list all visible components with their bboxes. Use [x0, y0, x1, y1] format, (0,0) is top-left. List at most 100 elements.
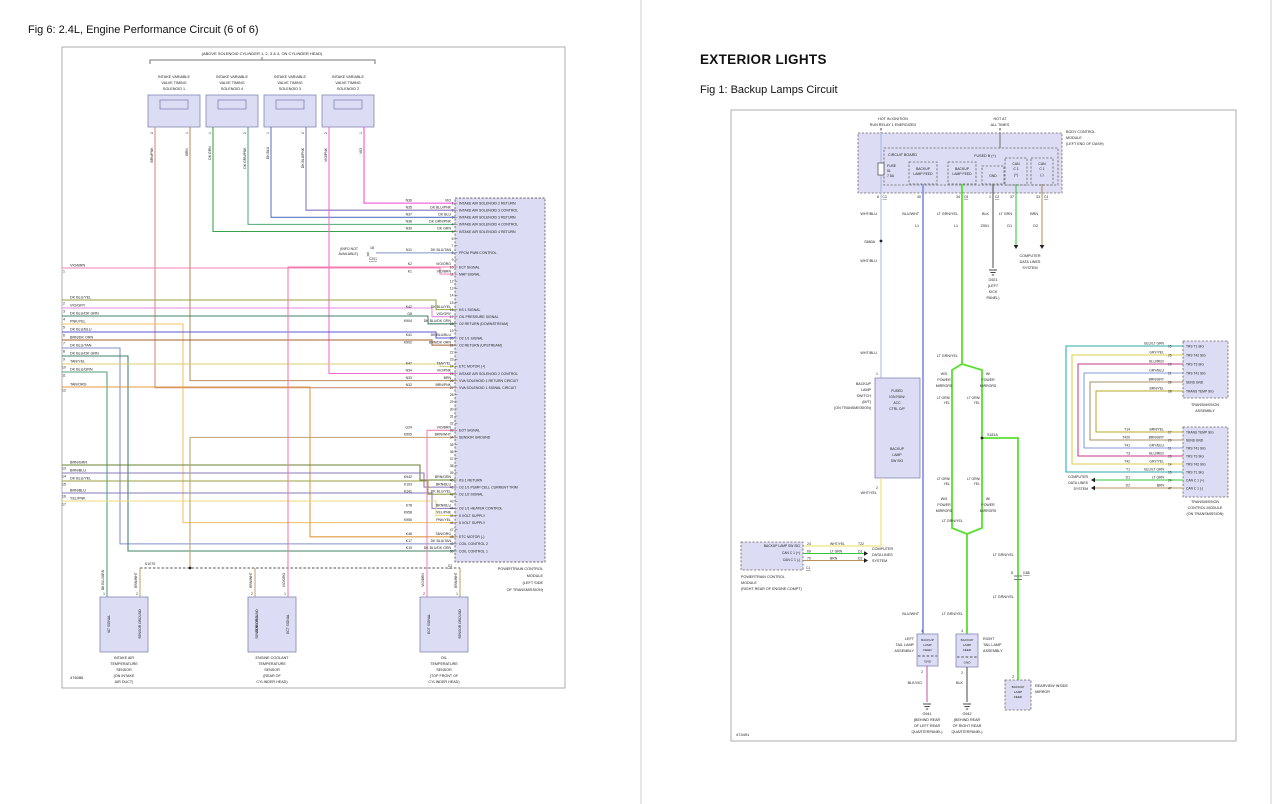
diagram-label: BRN/BLU	[70, 469, 86, 473]
diagram-label: VIO/BRN	[421, 573, 425, 587]
diagram-label: VIO/BRN	[70, 264, 85, 268]
arrow-icon	[1013, 245, 1019, 249]
diagram-label: 2	[1012, 675, 1014, 679]
diagram-label: BRN/PNK	[150, 147, 154, 163]
pcm-pin-number: 5	[452, 230, 454, 234]
pcm-function-label: INTAKE AIR SOLENOID 2 CONTROL	[459, 372, 518, 376]
wire-color-label: PNK/YEL	[436, 518, 451, 522]
diagram-label: TRS T41 SIG	[1186, 371, 1206, 375]
diagram-label: CAN C 1 (-)	[783, 558, 800, 562]
diagram-label: BLU/WHT	[902, 212, 919, 216]
pcm-function-label: O2 1/1 SIGNAL	[459, 336, 483, 340]
diagram-label: SENSOR GROUND	[138, 609, 142, 639]
pcm-pin-number: 3	[452, 216, 454, 220]
diagram-label: DATA LINES	[1068, 481, 1088, 485]
diagram-label: WHT/BLU	[860, 212, 877, 216]
diagram-label: T22	[858, 542, 864, 546]
diagram-label: (BEHIND REAR	[954, 718, 981, 722]
diagram-label: BRN/WHT	[249, 572, 253, 587]
diagram-label: 15	[1168, 344, 1172, 348]
circuit-id-label: K955	[404, 518, 412, 522]
diagram-label: CAN C 1 (-)	[1186, 486, 1203, 490]
diagram-label: PNK/YEL	[70, 320, 86, 324]
pcm-pin-number: 44	[450, 507, 454, 511]
diagram-label: DK BLU/GRN	[70, 368, 93, 372]
diagram-label: 26	[1168, 380, 1172, 384]
diagram-label: 1	[359, 132, 363, 134]
diagram-label: (TOP FRONT OF	[430, 674, 459, 678]
diagram-label: BLU/RED	[1149, 452, 1164, 456]
pcm-pin-number: 36	[450, 450, 454, 454]
diagram-label: VIO/ORG	[282, 573, 286, 588]
diagram-label: CAN C 1 (+)	[1186, 478, 1204, 482]
diagram-label: TRANS TEMP SIG	[1186, 430, 1214, 434]
diagram-label: 2	[921, 670, 923, 674]
diagram-label: TEMPERATURE	[430, 662, 458, 666]
diagram-label: IAT SIGNAL	[107, 615, 111, 633]
diagram-label: (ABOVE SOLENOID CYLINDER 1, 2, 3 & 4, ON…	[202, 51, 323, 56]
diagram-label: T3	[1126, 452, 1130, 456]
diagram-label: I188	[1023, 571, 1030, 575]
pcm-pin-number: 49	[450, 542, 454, 546]
diagram-label: GND	[924, 660, 932, 664]
wire-color-label: BRN/PNK	[435, 383, 451, 387]
diagram-label: MIRRORS	[980, 384, 997, 388]
diagram-label: C5	[964, 195, 968, 199]
arrow-icon	[1091, 477, 1095, 483]
diagram-label: 1	[989, 195, 991, 199]
diagram-label: 14	[62, 475, 66, 479]
diagram-label: 47	[1168, 486, 1172, 490]
diagram-label: DK GRN	[208, 146, 212, 160]
diagram-label: 2	[301, 132, 305, 134]
pcm-function-label: ECT SIGNAL	[459, 265, 480, 269]
wire-tan-org	[62, 386, 455, 538]
pcm-pin-number: 35	[450, 443, 454, 447]
diagram-label: OF LEFT REAR	[914, 724, 941, 728]
diagram-label: SYSTEM	[1022, 266, 1037, 270]
wire-color-label: VIO/ORG	[436, 262, 451, 266]
wire-gray	[149, 59, 376, 64]
circuit-id-label: K904	[404, 319, 412, 323]
diagram-label: 2	[63, 302, 65, 306]
diagram-label: (ON TRANSMISSION)	[834, 406, 871, 410]
diagram-label: BLU/WHT	[902, 612, 919, 616]
diagram-label: HOT AT	[994, 117, 1008, 121]
diagram-label: LT GRN/YEL	[937, 212, 958, 216]
diagram-label: TAN/YEL	[70, 360, 85, 364]
diagram-label: FEED	[1014, 695, 1023, 699]
diagram-label: BRN/YEL	[1149, 428, 1164, 432]
diagram-label: LT GRN/YEL	[937, 354, 958, 358]
pcm-pin-number: 6	[452, 237, 454, 241]
pcm-pin-number: 1	[452, 201, 454, 205]
pcm-pin-number: 50	[450, 549, 454, 553]
diagram-label: WHT/BLU	[860, 259, 877, 263]
diagram-label: D2	[858, 557, 862, 561]
pcm-function-label: INTAKE AIR SOLENOID 3 CONTROL	[459, 209, 518, 213]
diagram-label: TRANS TEMP SIG	[1186, 389, 1214, 393]
diagram-label: IGN RUN/	[889, 395, 904, 399]
diagram-label: D2	[1033, 224, 1038, 228]
wire-brn-pnk	[154, 127, 455, 389]
diagram-label: BRN	[830, 557, 838, 561]
diagram-label: FEED	[923, 648, 932, 652]
diagram-label: 25	[1168, 353, 1172, 357]
wire-color-label: TAN/ORG	[435, 532, 451, 536]
pcm-function-label: KS 1 RETURN	[459, 478, 483, 482]
diagram-label: 6	[63, 334, 65, 338]
diagram-label: LT GRN	[1152, 476, 1165, 480]
diagram-label: ECT SIGNAL	[286, 614, 290, 634]
diagram-label: BACKUP	[961, 638, 974, 642]
ect-sensor-box	[247, 596, 297, 653]
diagram-label: TEMPERATURE	[110, 662, 138, 666]
diagram-label: BRN/GRY	[1149, 378, 1165, 382]
pcm-pin-number: 45	[450, 514, 454, 518]
pcm-pin-number: 26	[450, 379, 454, 383]
diagram-label: INTAKE VARIABLE	[158, 75, 190, 79]
pcm-pin-number: 25	[450, 372, 454, 376]
pcm-function-label: O2 RETURN (UPSTREAM)	[459, 343, 502, 347]
pcm-function-label: O2 RETURN (DOWNSTREAM)	[459, 322, 508, 326]
pcm-pin-number: 10	[450, 265, 454, 269]
diagram-label: BRN/DK ORN	[70, 336, 93, 340]
diagram-label: 17	[62, 503, 66, 507]
diagram-label: LAMP	[861, 388, 872, 392]
